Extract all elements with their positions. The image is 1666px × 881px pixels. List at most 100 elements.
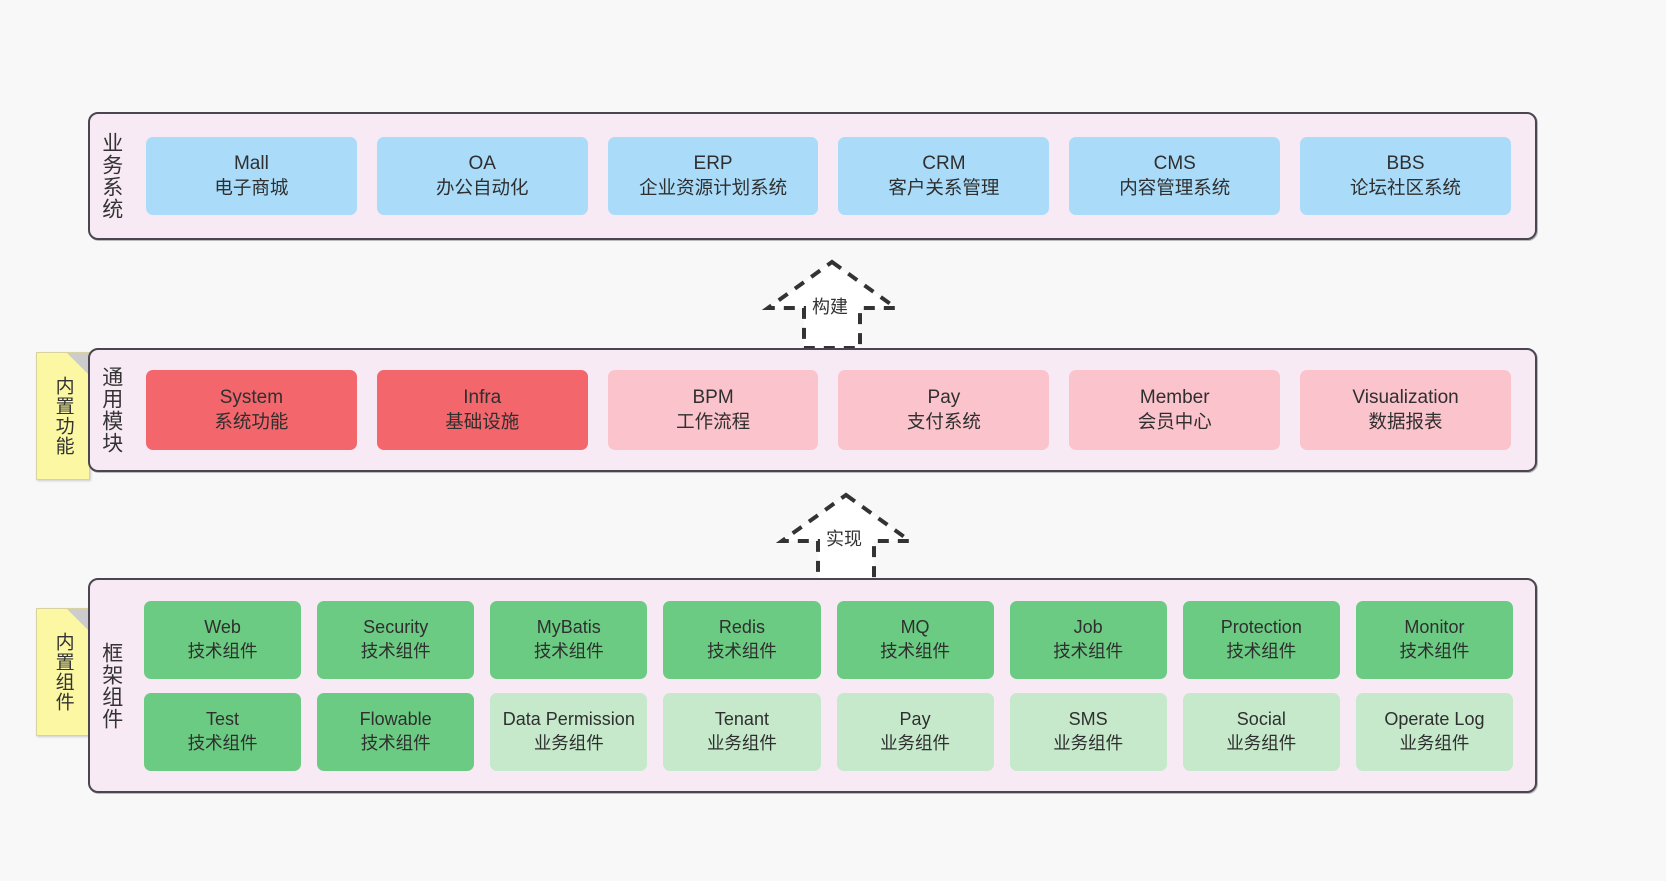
- card-subtitle: 技术组件: [1053, 640, 1124, 661]
- card-title: BPM: [692, 386, 734, 408]
- card-pay[interactable]: Pay 支付系统: [838, 370, 1050, 450]
- card-title: MyBatis: [536, 617, 601, 638]
- card-subtitle: 论坛社区系统: [1350, 177, 1462, 199]
- card-title: Flowable: [359, 709, 432, 730]
- business-card-row: Mall 电子商城 OA 办公自动化 ERP 企业资源计划系统 CRM 客户关系管理 CMS 内容…: [136, 137, 1521, 215]
- card-subtitle: 技术组件: [880, 640, 951, 661]
- card-subtitle: 会员中心: [1137, 411, 1212, 433]
- card-visualization[interactable]: Visualization 数据报表: [1300, 370, 1511, 450]
- card-title: Protection: [1220, 617, 1302, 638]
- card-title: Redis: [718, 617, 765, 638]
- card-title: SMS: [1068, 709, 1108, 730]
- card-subtitle: 内容管理系统: [1119, 177, 1231, 199]
- card-subtitle: 办公自动化: [435, 177, 529, 199]
- card-title: Web: [204, 617, 241, 638]
- card-subtitle: 技术组件: [360, 640, 431, 661]
- card-title: Pay: [899, 709, 931, 730]
- card-erp[interactable]: ERP 企业资源计划系统: [607, 137, 819, 215]
- card-subtitle: 支付系统: [906, 411, 981, 433]
- note-builtin-component: 内置组件: [36, 608, 90, 736]
- card-subtitle: 电子商城: [214, 177, 289, 199]
- card-title: Test: [206, 709, 240, 730]
- card-subtitle: 技术组件: [1226, 640, 1297, 661]
- card-title: Data Permission: [502, 709, 635, 730]
- card-title: OA: [468, 152, 496, 174]
- card-title: Mall: [233, 152, 269, 174]
- card-subtitle: 技术组件: [187, 732, 258, 753]
- note-builtin-function: 内置功能: [36, 352, 90, 480]
- card-subtitle: 基础设施: [445, 411, 520, 433]
- card-subtitle: 业务组件: [1399, 732, 1470, 753]
- card-subtitle: 企业资源计划系统: [639, 177, 788, 199]
- card-title: Visualization: [1352, 386, 1459, 408]
- card-title: MQ: [900, 617, 930, 638]
- note-builtin-component-label: 内置组件: [52, 632, 74, 712]
- card-title: CMS: [1153, 152, 1196, 174]
- card-infra[interactable]: Infra 基础设施: [376, 370, 588, 450]
- card-title: BBS: [1386, 152, 1425, 174]
- card-subtitle: 技术组件: [187, 640, 258, 661]
- note-fold-corner-icon: [67, 353, 89, 375]
- card-subtitle: 技术组件: [533, 640, 604, 661]
- card-crm[interactable]: CRM 客户关系管理: [838, 137, 1050, 215]
- card-subtitle: 客户关系管理: [888, 177, 1000, 199]
- card-subtitle: 数据报表: [1368, 411, 1443, 433]
- card-title: CRM: [922, 152, 966, 174]
- card-title: Member: [1139, 386, 1210, 408]
- card-title: Social: [1236, 709, 1286, 730]
- card-subtitle: 业务组件: [1053, 732, 1124, 753]
- card-title: Tenant: [714, 709, 769, 730]
- card-title: System: [219, 386, 284, 408]
- layer-business-system: 业务系统 Mall 电子商城 OA 办公自动化 ERP 企业资源计划系统 CRM 客户关系管理…: [88, 112, 1537, 240]
- card-title: Monitor: [1404, 617, 1465, 638]
- card-oa[interactable]: OA 办公自动化: [376, 137, 588, 215]
- card-title: Security: [363, 617, 429, 638]
- layer-business-system-title: 业务系统: [99, 132, 123, 220]
- connector-build-label: 构建: [812, 297, 848, 317]
- card-title: Pay: [927, 386, 961, 408]
- layer-framework-components-title: 框架组件: [99, 641, 123, 730]
- card-title: Infra: [463, 386, 502, 408]
- card-subtitle: 业务组件: [880, 732, 951, 753]
- card-mall[interactable]: Mall 电子商城: [146, 137, 357, 215]
- card-title: Job: [1073, 617, 1103, 638]
- card-cms[interactable]: CMS 内容管理系统: [1069, 137, 1281, 215]
- layer-common-modules-title: 通用模块: [99, 366, 123, 454]
- card-subtitle: 业务组件: [533, 732, 604, 753]
- card-subtitle: 技术组件: [360, 732, 431, 753]
- card-subtitle: 技术组件: [706, 640, 777, 661]
- card-member[interactable]: Member 会员中心: [1069, 370, 1281, 450]
- connector-implement-label: 实现: [826, 529, 862, 549]
- card-bbs[interactable]: BBS 论坛社区系统: [1300, 137, 1511, 215]
- layer-business-system-body: Mall 电子商城 OA 办公自动化 ERP 企业资源计划系统 CRM 客户关系管理 CMS 内容…: [132, 114, 1535, 238]
- card-title: ERP: [693, 152, 733, 174]
- note-builtin-function-label: 内置功能: [52, 376, 74, 456]
